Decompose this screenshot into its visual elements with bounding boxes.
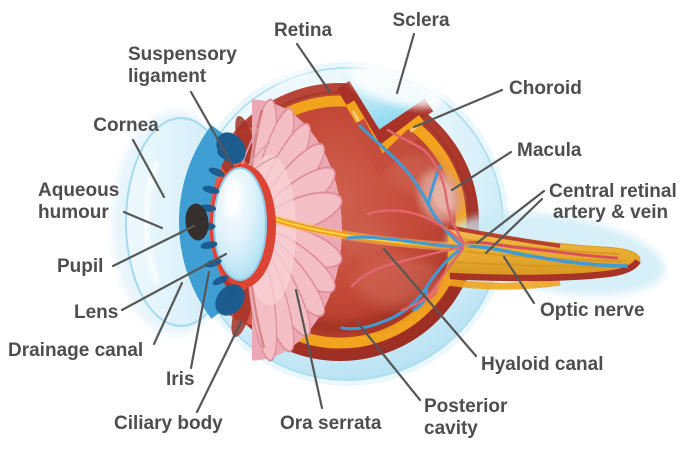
- label-sclera: Sclera: [392, 10, 450, 95]
- label-ora-serrata-text: Ora serrata: [280, 413, 382, 434]
- iris-ridge: [205, 258, 222, 268]
- label-hyaloid-canal: Hyaloid canal: [382, 247, 604, 375]
- nerve-retina-extension: [447, 278, 561, 290]
- macula-center: [431, 180, 455, 212]
- leader-central-retinal-vein: [484, 197, 544, 255]
- label-optic-nerve: Optic nerve: [502, 255, 645, 321]
- artery-branch: [366, 209, 466, 246]
- leader-drainage-canal: [152, 281, 184, 346]
- sclera-shine-small: [258, 63, 314, 85]
- label-retina-text: Retina: [274, 20, 333, 41]
- label-pupil: Pupil: [57, 224, 196, 277]
- label-cornea-text: Cornea: [93, 115, 159, 136]
- label-drainage-canal-text: Drainage canal: [8, 340, 143, 361]
- label-iris: Iris: [166, 270, 211, 390]
- label-posterior-cavity-text-1: Posterior: [424, 396, 508, 417]
- label-drainage-canal: Drainage canal: [8, 281, 184, 361]
- label-macula: Macula: [450, 140, 582, 192]
- labels: Retina Sclera Suspensory ligament Choroi…: [8, 10, 677, 439]
- label-choroid-text: Choroid: [509, 78, 582, 99]
- leader-hyaloid-canal: [382, 247, 478, 358]
- retinal-vessels: [340, 124, 466, 331]
- leader-optic-nerve: [502, 255, 536, 305]
- label-ciliary-body: Ciliary body: [114, 320, 243, 434]
- label-central-retinal-text-1: Central retinal: [549, 181, 677, 202]
- sclera-shine: [348, 64, 446, 108]
- label-retina: Retina: [274, 20, 333, 94]
- retinal-arteries: [350, 128, 466, 312]
- label-suspensory-ligament: Suspensory ligament: [128, 44, 237, 168]
- label-suspensory-ligament-text-1: Suspensory: [128, 44, 237, 65]
- iris-ridges: [198, 150, 238, 303]
- label-aqueous-humour-text-1: Aqueous: [38, 180, 119, 201]
- eyeball-illustration: [113, 62, 665, 386]
- label-cornea: Cornea: [93, 115, 166, 199]
- artery-branch: [350, 245, 464, 288]
- nerve-sheath-bottom: [449, 258, 641, 282]
- label-optic-nerve-text: Optic nerve: [540, 300, 645, 321]
- label-ora-serrata: Ora serrata: [280, 288, 382, 434]
- lens-highlight: [223, 178, 243, 218]
- leader-aqueous-humour: [122, 210, 164, 230]
- label-iris-text: Iris: [166, 369, 195, 390]
- label-posterior-cavity: Posterior cavity: [356, 321, 508, 439]
- label-choroid: Choroid: [412, 78, 582, 129]
- label-ciliary-body-text: Ciliary body: [114, 413, 223, 434]
- label-aqueous-humour-text-2: humour: [38, 202, 109, 223]
- label-lens: Lens: [74, 252, 228, 323]
- artery-branch: [422, 148, 466, 245]
- vein-branch: [358, 124, 394, 158]
- leader-lens: [120, 252, 228, 312]
- leader-ciliary-body: [195, 320, 243, 414]
- label-lens-text: Lens: [74, 302, 118, 323]
- pupil-shape: [185, 203, 209, 241]
- artery-branch: [386, 128, 426, 152]
- label-pupil-text: Pupil: [57, 256, 103, 277]
- central-retinal-artery-line: [463, 240, 619, 260]
- leader-macula: [450, 150, 513, 192]
- ciliary-groove: [231, 286, 253, 338]
- iris-ridge: [222, 290, 238, 303]
- optic-nerve-shape: [447, 212, 665, 296]
- label-central-retinal-text-2: artery & vein: [553, 202, 668, 223]
- iris-ridge: [200, 241, 218, 249]
- label-macula-text: Macula: [517, 140, 582, 161]
- label-aqueous-humour: Aqueous humour: [38, 180, 164, 230]
- vein-branch: [426, 164, 442, 206]
- iris-ridge: [208, 167, 225, 177]
- leader-ora-serrata: [294, 288, 324, 410]
- nerve-sheath-top: [447, 225, 561, 248]
- notch-interior-band: [351, 118, 418, 177]
- leader-sclera: [395, 32, 416, 95]
- label-posterior-cavity-text-2: cavity: [424, 418, 478, 439]
- leader-choroid: [412, 88, 504, 129]
- leader-posterior-cavity: [356, 321, 422, 402]
- central-retinal-vein-line: [462, 244, 629, 268]
- iris-ridge: [212, 275, 229, 286]
- leader-cornea: [131, 138, 166, 199]
- label-hyaloid-canal-text: Hyaloid canal: [481, 354, 604, 375]
- leader-central-retinal-artery: [475, 189, 546, 245]
- leader-suspensory-ligament: [189, 90, 235, 168]
- iris-ridge: [202, 185, 220, 194]
- vein-branch: [346, 235, 464, 249]
- leader-retina: [295, 42, 332, 94]
- leader-iris: [189, 270, 211, 370]
- label-central-retinal-artery-vein: Central retinal artery & vein: [475, 181, 677, 255]
- label-sclera-text: Sclera: [392, 10, 449, 31]
- leader-pupil: [111, 224, 196, 268]
- label-suspensory-ligament-text-2: ligament: [128, 66, 207, 87]
